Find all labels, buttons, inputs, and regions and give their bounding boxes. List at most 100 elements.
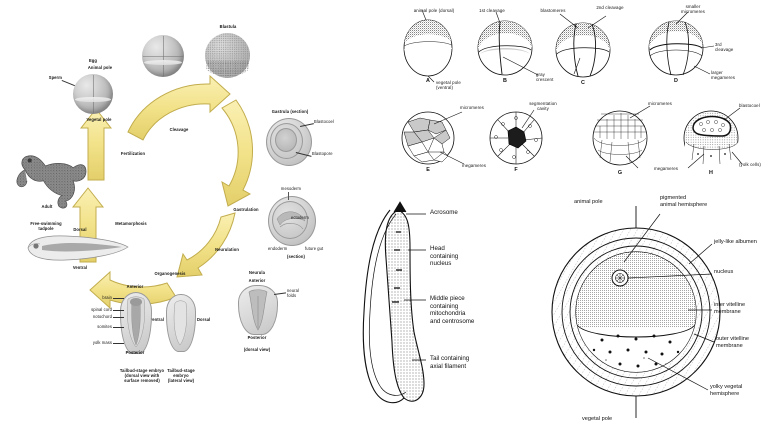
gastrula-section [266,118,312,166]
neurula-section-internals [276,211,306,230]
label-tailbud-brain: brain [102,295,112,300]
label-sperm: Sperm [48,75,62,80]
label-neurula-section-caption: (section) [287,254,305,259]
stage-caption-g: G [617,170,623,176]
stage-caption-b: B [503,78,507,84]
label-blastomeres: blastomeres [540,8,566,13]
somites-leader-line [113,327,124,328]
label-tailbud-somites: somites [97,324,112,329]
blastula-sphere [205,33,250,78]
label-animal-pole-dorsal: animal pole (dorsal) [413,8,455,13]
life-cycle-arrows [71,74,253,310]
cleavage-stages-panel: animal pole (dorsal) vegetal pole (ventr… [388,0,768,190]
label-neurula-folds: neural folds [287,288,299,298]
label-egg-nucleus: nucleus [714,269,734,275]
tailbud-lateral-embryo [166,294,196,352]
label-egg-animal-pole-2: animal pole [574,199,603,205]
label-sperm-head: Head containing nucleus [430,245,459,268]
label-neurula: Neurula [249,270,265,275]
tailbud-dorsal-embryo [120,292,152,354]
notochord-leader-line [113,317,124,318]
cleaving-embryo-sphere [142,35,184,77]
yolk-mass-leader-line [113,343,124,344]
label-egg-animal-pole: Animal pole [87,65,113,70]
label-arrow-fertilization: Fertilization [120,151,146,156]
label-megameres-e: megameres [461,163,487,168]
label-tadpole-dorsal: Dorsal [73,227,87,232]
label-second-cleavage: 2nd cleavage [596,5,624,10]
label-tailbud-spinal-cord: spinal cord [91,307,112,312]
stage-caption-d: D [674,78,678,84]
label-neurula-mesoderm: mesoderm [280,186,302,191]
label-tailbud-dorsal-caption: Tailbud-stage embryo (dorsal view with s… [119,368,165,383]
label-blastula: Blastula [219,24,237,29]
adult-frog-illustration [16,155,87,209]
label-micromeres-g: micromeres [648,101,672,106]
label-egg-vegetal-pole-2: vegetal pole [582,416,613,422]
label-tadpole: Free-swimming tadpole [30,221,62,231]
label-outer-vitelline-membrane: outer vitelline membrane [716,336,749,349]
label-third-cleavage: 3rd cleavage [715,42,734,53]
stage-caption-e: E [426,167,430,173]
stage-caption-c: C [581,80,585,86]
stage-caption-f: F [514,167,518,173]
neurula-dorsal-view [238,285,278,335]
label-tailbud-posterior: Posterior [125,350,145,355]
cleavage-stage-drawings [401,9,743,169]
label-segmentation-cavity: segmentation cavity [529,101,557,112]
mesoderm-leader-line [288,192,289,200]
label-tadpole-ventral: Ventral [72,265,88,270]
label-neurula-anterior: Anterior [248,278,266,283]
label-neurula-ectoderm: ectoderm [291,215,309,220]
label-sperm-tail: Tail containing axial filament [430,355,470,370]
label-jelly-like-albumen: jelly-like albumen [714,239,757,245]
label-neurula-future-gut: future gut [305,246,324,251]
label-tailbud-lateral-caption: Tailbud-stage embryo (lateral view) [167,368,195,383]
stage-caption-a: A [426,78,430,84]
tadpole-illustration [27,235,129,261]
label-egg: Egg [88,58,98,63]
label-sperm-acrosome: Acrosome [430,209,458,216]
label-vegetal-pole-ventral: vegetal pole (ventral) [436,80,461,91]
label-gray-crescent: gray crescent [536,72,554,83]
egg-panel: animal pole pigmented animal hemisphere … [548,192,768,432]
label-micromeres-e: micromeres [460,105,484,110]
brain-leader-line [113,298,124,299]
label-first-cleavage: 1st cleavage [479,8,505,13]
label-neurula-endoderm: endoderm [268,246,288,251]
label-gastrula-blastopore: Blastopore [312,151,333,156]
life-cycle-panel: Sperm Egg Animal pole Vegetal pole Blast… [0,0,350,432]
label-larger-megameres: larger megameres [711,70,736,81]
label-arrow-neurulation: Neurulation [215,247,239,252]
label-neurula-posterior: Posterior [247,335,267,340]
stage-caption-h: H [709,170,713,176]
label-yolky-vegetal-hemisphere: yolky vegetal hemisphere [710,384,743,397]
label-arrow-metamorphosis: Metamorphosis [115,221,147,226]
label-adult: Adult [41,204,53,209]
label-pigmented-animal-hemisphere: pigmented animal hemisphere [660,195,708,208]
label-gastrula: Gastrula (section) [271,109,309,114]
label-tailbud-ventral: Ventral [149,317,164,322]
label-blastocoel-h: blastocoel [739,103,760,108]
label-arrow-cleavage: Cleavage [169,127,189,132]
spinal-cord-leader-line [113,310,124,311]
label-smaller-micromeres: smaller micromeres [681,4,705,15]
label-inner-vitelline-membrane: inter vitelline membrane [714,302,746,315]
sperm-panel: Acrosome Head containing nucleus Middle … [352,192,552,432]
egg-sphere [73,74,113,114]
neurula-section [268,196,316,246]
label-yolk-cells: (yolk cells) [739,162,761,167]
tailbud-dorsal-internals [127,296,145,348]
label-arrow-organogenesis: Organogenesis [154,271,186,276]
label-tailbud-dorsal-side: Dorsal [197,317,211,322]
label-egg-vegetal-pole: Vegetal pole [86,117,112,122]
label-tailbud-yolk-mass: yolk mass [92,340,112,345]
label-sperm-middle-piece: Middle piece containing mitochondria and… [430,295,475,325]
label-gastrula-blastocoel: Blastocoel [314,119,334,124]
label-tailbud-anterior: Anterior [126,284,144,289]
egg-drawing [551,206,721,418]
label-tailbud-notochord: notochord [92,314,112,319]
label-neurula-view: (dorsal view) [243,347,271,352]
label-megameres-g: megameres [653,166,679,171]
